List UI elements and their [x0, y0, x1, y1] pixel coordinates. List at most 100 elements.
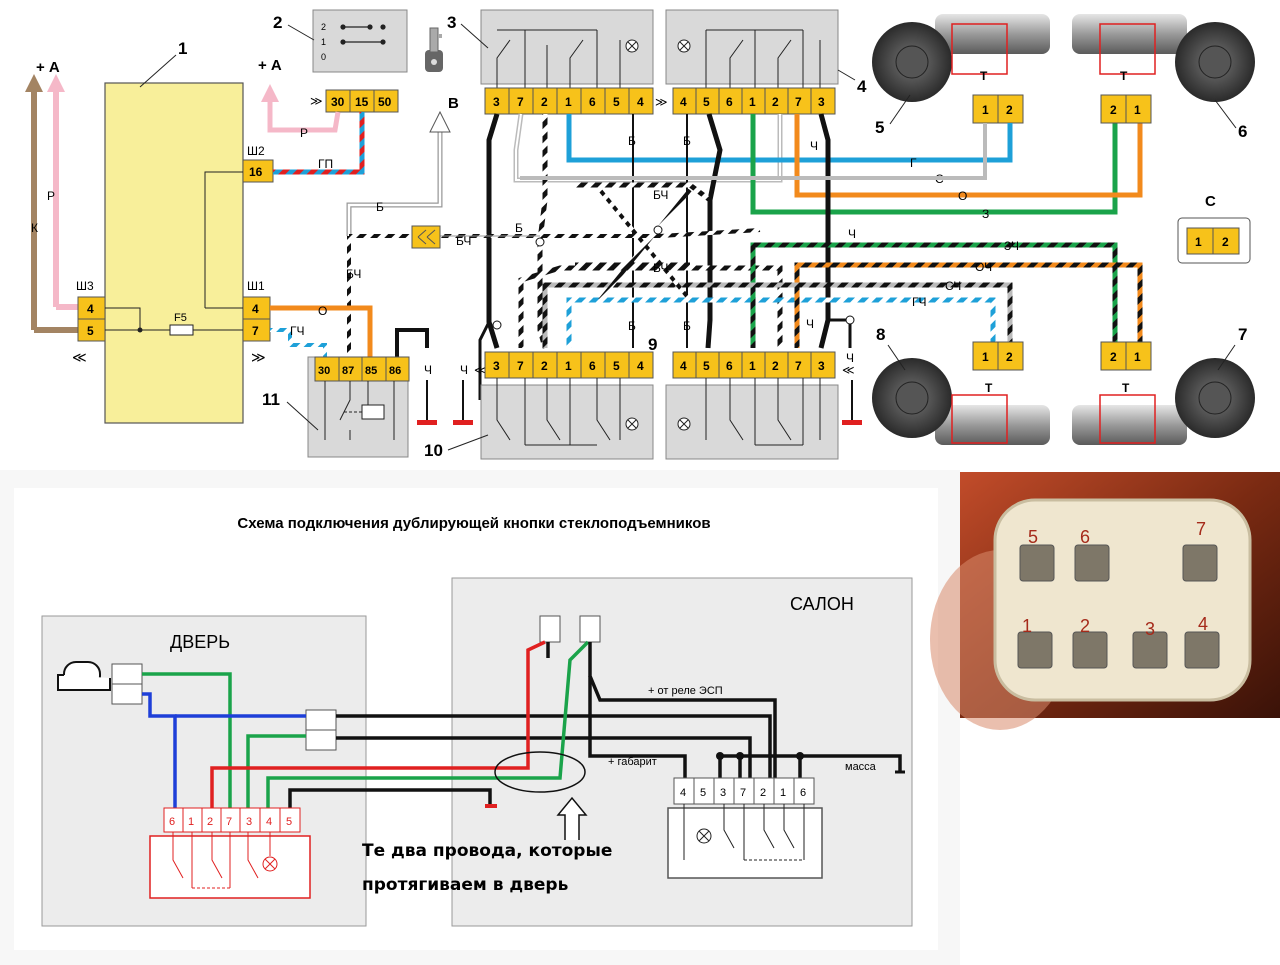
sw4-pin: 6 — [726, 95, 733, 109]
label-7: 7 — [1238, 325, 1247, 344]
sw10-pin: 3 — [493, 359, 500, 373]
wire-b-label-1: Б — [376, 200, 384, 214]
wire-b-label-2: Б — [628, 134, 636, 148]
connector-9-pins: 4 5 6 1 2 7 3 — [672, 351, 836, 379]
switch-block-4 — [665, 9, 839, 85]
ign-pos-0: 0 — [321, 52, 326, 62]
salon-pin: 6 — [800, 787, 806, 799]
label-11: 11 — [262, 390, 280, 409]
sw3-pin: 3 — [493, 95, 500, 109]
sw4-pin: 5 — [703, 95, 710, 109]
sh3-label: Ш3 — [76, 279, 94, 293]
ign-pin-30: 30 — [331, 95, 345, 109]
sw4-pin: 7 — [795, 95, 802, 109]
salon-label: САЛОН — [790, 594, 854, 614]
bch-connector — [411, 225, 441, 249]
wire-ch-label-2: Ч — [848, 227, 856, 241]
salon-pin: 3 — [720, 787, 726, 799]
label-9: 9 — [648, 335, 657, 354]
plus-a-left-label: + А — [36, 59, 60, 76]
door-pin: 7 — [226, 816, 232, 828]
salon-switch-block — [667, 777, 823, 879]
salon-pin: 5 — [700, 787, 706, 799]
motor-8: Т — [872, 358, 1050, 445]
door-pin: 5 — [286, 816, 292, 828]
photo-pin-7: 7 — [1196, 519, 1206, 539]
sh2-pin-16: 16 — [249, 165, 263, 179]
wire-och-label: ОЧ — [975, 260, 992, 274]
pointer-arrow — [556, 796, 588, 840]
ign-pos-1: 1 — [321, 37, 326, 47]
feed-wires — [25, 74, 78, 333]
wire-p-label: Р — [47, 189, 55, 203]
door-pin: 6 — [169, 816, 175, 828]
motor-5: Т — [872, 14, 1050, 102]
wire-gch-label-1: ГЧ — [912, 295, 927, 309]
door-pin: 3 — [246, 816, 252, 828]
photo-pin-6: 6 — [1080, 527, 1090, 547]
connector-mark-10: ≪ — [474, 363, 487, 377]
wire-bch-label-2: БЧ — [346, 267, 361, 281]
wire-z-label: З — [982, 207, 989, 221]
sw9-pin: 4 — [680, 359, 687, 373]
thermo-label-5: Т — [980, 69, 988, 83]
ground-symbol — [453, 420, 473, 425]
wire-o-label: О — [958, 189, 967, 203]
sh1-pin-7: 7 — [252, 324, 259, 338]
wire-b-label-6: Б — [683, 319, 691, 333]
wire-ch-label-5: Ч — [460, 363, 468, 377]
connector-mark-right: ≫ — [251, 349, 266, 365]
wire-k-label: К — [31, 221, 38, 235]
sw9-pin: 1 — [749, 359, 756, 373]
sw10-pin: 4 — [637, 359, 644, 373]
switch-block-9 — [665, 384, 839, 460]
sw4-pin: 3 — [818, 95, 825, 109]
sh3-pin-4: 4 — [87, 302, 94, 316]
connector-photo: 5 6 7 1 2 3 4 — [930, 472, 1280, 730]
connector-mark-9: ≪ — [842, 363, 855, 377]
lower-wires — [142, 640, 902, 810]
note-line2: протягиваем в дверь — [362, 875, 568, 895]
wire-gch-label-2: ГЧ — [290, 324, 305, 338]
sw9-pin: 7 — [795, 359, 802, 373]
motor8-pin: 2 — [1006, 350, 1013, 364]
sw3-pin: 6 — [589, 95, 596, 109]
door-label: ДВЕРЬ — [170, 632, 230, 652]
switch-block-3 — [480, 9, 654, 85]
thermo-label-6: Т — [1120, 69, 1128, 83]
wire-bch-label-1: БЧ — [456, 234, 471, 248]
ignition-switch-2 — [312, 9, 408, 73]
ign-pin-50: 50 — [378, 95, 392, 109]
connector-4-pins: 4 5 6 1 2 7 3 — [672, 87, 836, 115]
label-1: 1 — [178, 39, 187, 58]
label-5: 5 — [875, 118, 884, 137]
ground-symbol — [842, 420, 862, 425]
connector-mark-3: ≫ — [655, 95, 668, 109]
sw9-pin: 6 — [726, 359, 733, 373]
massa-label: масса — [845, 761, 877, 773]
lower-title: Схема подключения дублирующей кнопки сте… — [237, 515, 710, 532]
ign-pin-15: 15 — [355, 95, 369, 109]
door-pin: 4 — [266, 816, 272, 828]
motor7-pin: 2 — [1110, 350, 1117, 364]
wire-g-label: Г — [910, 156, 917, 170]
motor8-pin: 1 — [982, 350, 989, 364]
photo-pin-2: 2 — [1080, 616, 1090, 636]
label-6: 6 — [1238, 122, 1247, 141]
relay-pin-86: 86 — [389, 365, 401, 377]
wire-b-label-5: Б — [628, 319, 636, 333]
lower-diagram: Схема подключения дублирующей кнопки сте… — [0, 470, 960, 965]
sh2-label: Ш2 — [247, 144, 265, 158]
label-b: В — [448, 95, 459, 112]
wire-zch-label: ЗЧ — [1004, 239, 1019, 253]
wire-b-label-4: Б — [515, 221, 523, 235]
label-10: 10 — [424, 441, 443, 460]
sw3-pin: 2 — [541, 95, 548, 109]
sw10-pin: 7 — [517, 359, 524, 373]
sw4-pin: 2 — [772, 95, 779, 109]
wire-gp-label: ГП — [318, 157, 333, 171]
label-4: 4 — [857, 77, 867, 96]
wire-ch-label-3: Ч — [806, 317, 814, 331]
gabarit-label: + габарит — [608, 756, 657, 768]
wire-ch-label-4: Ч — [424, 363, 432, 377]
